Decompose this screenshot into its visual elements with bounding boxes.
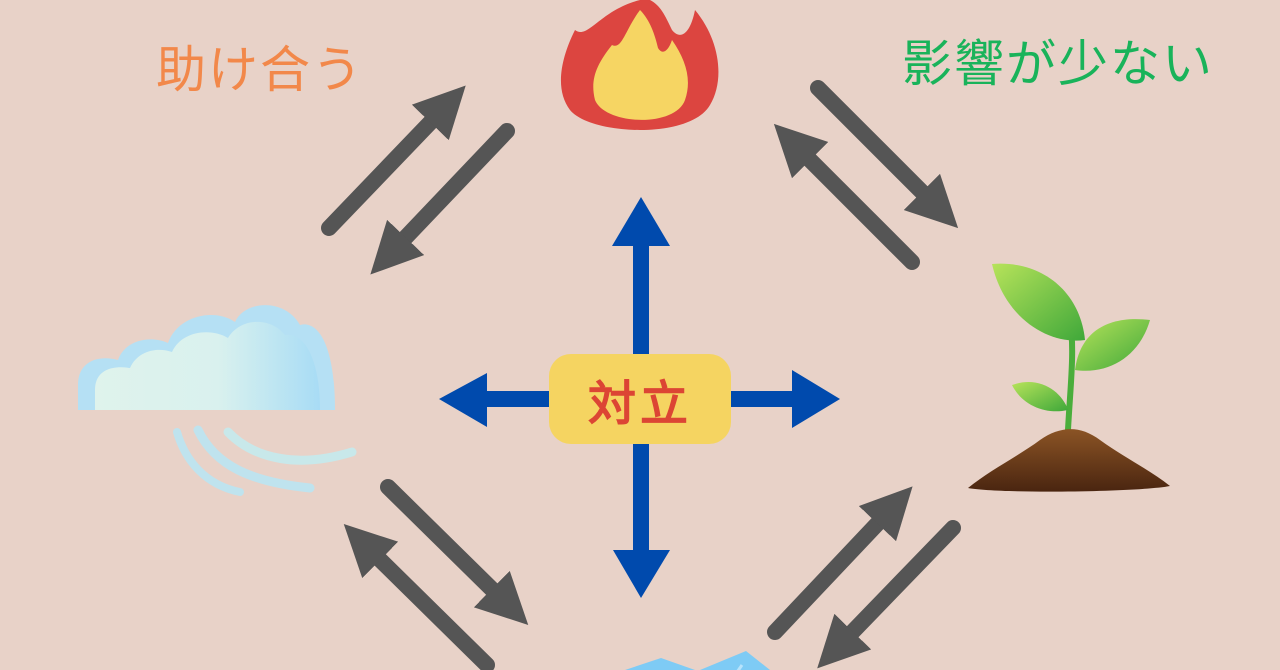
little-influence-label: 影響が少ない — [902, 35, 1214, 93]
conflict-arrows — [439, 197, 840, 598]
arrow-pair-fire-wind — [321, 85, 515, 275]
arrow-pair-earth-water — [767, 486, 961, 669]
fire-icon — [560, 0, 719, 130]
sprout-soil-icon — [968, 263, 1170, 492]
help-each-other-label: 助け合う — [156, 41, 364, 99]
arrow-pair-fire-earth — [773, 80, 959, 270]
water-icon — [625, 651, 770, 670]
conflict-badge: 対立 — [549, 354, 731, 444]
arrow-pair-wind-water — [343, 479, 529, 670]
conflict-label: 対立 — [587, 376, 692, 432]
wind-cloud-icon — [78, 305, 357, 496]
